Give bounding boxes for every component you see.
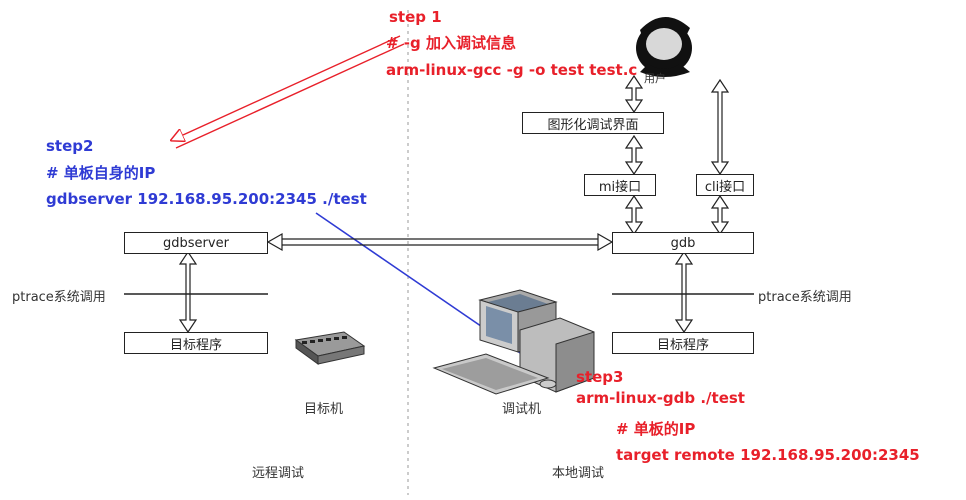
step2-comment: # 单板自身的IP <box>46 164 156 182</box>
gui-box: 图形化调试界面 <box>522 112 664 134</box>
gdb-box: gdb <box>612 232 754 254</box>
step3-title: step3 <box>576 368 624 386</box>
mi-interface-box: mi接口 <box>584 174 656 196</box>
step3-command: arm-linux-gdb ./test <box>576 389 745 407</box>
step2-command: gdbserver 192.168.95.200:2345 ./test <box>46 190 367 208</box>
remote-vertical-arrow <box>178 250 198 334</box>
remote-ptrace-label: ptrace系统调用 <box>12 290 106 305</box>
cli-interface-box: cli接口 <box>696 174 754 196</box>
mi-interface-label: mi接口 <box>598 179 642 195</box>
user-avatar-icon <box>636 16 692 77</box>
local-target-program-box: 目标程序 <box>612 332 754 354</box>
step3-target: target remote 192.168.95.200:2345 <box>616 446 920 464</box>
step1-title: step 1 <box>389 8 442 26</box>
user-label: 用户 <box>644 72 666 85</box>
step2-title: step2 <box>46 137 94 155</box>
remote-target-program-label: 目标程序 <box>169 337 222 353</box>
local-section-label: 本地调试 <box>552 466 605 481</box>
debug-computer-icon <box>432 289 595 395</box>
target-machine-icon <box>294 331 366 365</box>
gdbserver-gdb-link <box>266 232 614 252</box>
local-ptrace-label: ptrace系统调用 <box>758 290 852 305</box>
debug-machine-label: 调试机 <box>502 402 542 417</box>
step1-command: arm-linux-gcc -g -o test test.c <box>386 61 638 79</box>
step3-comment: # 单板的IP <box>616 420 696 438</box>
step1-comment: # -g 加入调试信息 <box>386 34 516 52</box>
gdbserver-box: gdbserver <box>124 232 268 254</box>
step1-to-step2-arrow <box>172 35 405 149</box>
target-machine-label: 目标机 <box>304 402 344 417</box>
cli-interface-label: cli接口 <box>704 179 746 195</box>
gdbserver-label: gdbserver <box>163 235 229 251</box>
remote-section-label: 远程调试 <box>252 466 305 481</box>
remote-target-program-box: 目标程序 <box>124 332 268 354</box>
gdb-label: gdb <box>670 235 696 251</box>
local-target-program-label: 目标程序 <box>656 337 709 353</box>
gui-label: 图形化调试界面 <box>547 117 639 133</box>
